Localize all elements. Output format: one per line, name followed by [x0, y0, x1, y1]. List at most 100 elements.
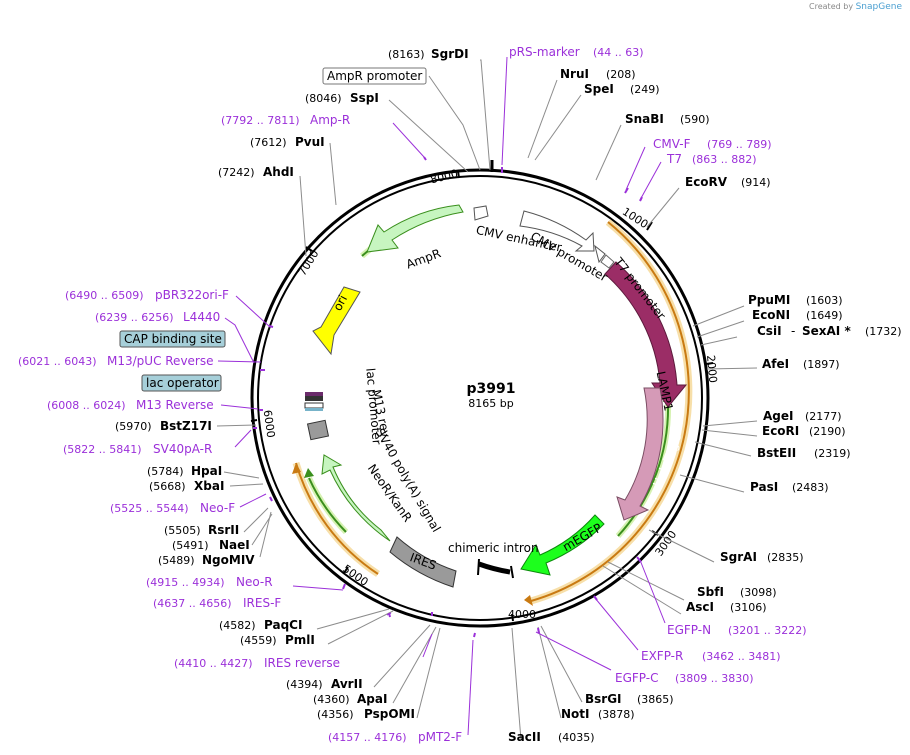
primer-m13puc-reverse[interactable]: M13/pUC Reverse [107, 354, 214, 368]
t7-promoter-arrow[interactable] [600, 254, 615, 269]
cap-binding-site-label[interactable]: CAP binding site [124, 332, 222, 346]
primer-amp-r-range: (7792 .. 7811) [221, 114, 300, 127]
green-inner-feature-line [617, 401, 670, 537]
neo-arrow[interactable] [321, 454, 391, 542]
enzyme-sacii[interactable]: SacII [508, 730, 541, 744]
enzyme-pmli[interactable]: PmlI [285, 633, 315, 647]
primer-l4440[interactable]: L4440 [183, 310, 220, 324]
primer-ires-reverse[interactable]: IRES reverse [264, 656, 340, 670]
primer-egfp-c[interactable]: EGFP-C [615, 671, 658, 685]
primer-ires-f[interactable]: IRES-F [243, 596, 281, 610]
lac-operator-box[interactable] [305, 396, 323, 401]
enzyme-hpai-pos: (5784) [147, 465, 184, 478]
primer-amp-r[interactable]: Amp-R [310, 113, 350, 127]
enzyme-econi[interactable]: EcoNI [752, 308, 790, 322]
enzyme-asci[interactable]: AscI [686, 600, 714, 614]
plasmid-length: 8165 bp [468, 397, 513, 410]
halotag-arrow[interactable] [616, 387, 664, 521]
enzyme-noti[interactable]: NotI [561, 707, 590, 721]
primer-prs-marker[interactable]: pRS-marker [509, 45, 580, 59]
cap-binding-box[interactable] [305, 408, 323, 411]
enzyme-xbai-pos: (5668) [149, 480, 186, 493]
enzyme-ppumi[interactable]: PpuMI [748, 293, 790, 307]
enzyme-bstz17i[interactable]: BstZ17I [160, 419, 212, 433]
primer-cmv-f-range: (769 .. 789) [707, 138, 772, 151]
enzyme-pasi-pos: (2483) [792, 481, 829, 494]
primer-pbr322ori-f[interactable]: pBR322ori-F [155, 288, 229, 302]
enzyme-snabi-pos: (590) [680, 113, 710, 126]
enzyme-naei[interactable]: NaeI [219, 538, 250, 552]
enzyme-ecorv[interactable]: EcoRV [685, 175, 728, 189]
enzyme-pasi[interactable]: PasI [750, 480, 778, 494]
primer-cmv-f[interactable]: CMV-F [653, 137, 691, 151]
lac-operator-label-box [141, 374, 222, 392]
enzyme-sgrai[interactable]: SgrAI [720, 550, 757, 564]
backbone-inner [257, 175, 703, 621]
enzyme-ecori-pos: (2190) [809, 425, 846, 438]
enzyme-pvui[interactable]: PvuI [295, 135, 325, 149]
enzyme-sspi[interactable]: SspI [350, 91, 379, 105]
orange-left-feature-line [295, 462, 379, 575]
enzyme-rsrii[interactable]: RsrII [208, 523, 239, 537]
lac-operator-label[interactable]: lac operator [146, 376, 219, 390]
ori-arrow[interactable] [312, 286, 361, 356]
primer-egfp-n-range: (3201 .. 3222) [728, 624, 807, 637]
orange-left-feature-arrow [292, 463, 301, 474]
enzyme-pspomi[interactable]: PspOMI [364, 707, 415, 721]
enzyme-apai[interactable]: ApaI [357, 692, 387, 706]
enzyme-csii[interactable]: CsiI [757, 324, 782, 338]
ampr-promoter-label[interactable]: AmpR promoter [327, 69, 422, 83]
enzyme-dash: - [791, 324, 795, 338]
primer-pmt2-f[interactable]: pMT2-F [418, 730, 462, 744]
primer-t7[interactable]: T7 [666, 152, 682, 166]
enzyme-ecori[interactable]: EcoRI [762, 424, 799, 438]
enzyme-agei[interactable]: AgeI [763, 409, 793, 423]
primer-m13-reverse-range: (6008 .. 6024) [47, 399, 126, 412]
orange-outer-feature-arrow [524, 595, 533, 606]
enzyme-bsrgi[interactable]: BsrGI [585, 692, 622, 706]
primer-neo-r[interactable]: Neo-R [236, 575, 273, 589]
enzyme-xbai[interactable]: XbaI [194, 479, 224, 493]
m13rev-box[interactable] [305, 392, 323, 396]
enzyme-ahdi-pos: (7242) [218, 166, 255, 179]
primer-egfp-c-range: (3809 .. 3830) [675, 672, 754, 685]
primer-egfp-n[interactable]: EGFP-N [667, 623, 711, 637]
primer-exfp-r[interactable]: EXFP-R [641, 649, 683, 663]
ires-box[interactable] [389, 536, 457, 588]
primer-neo-f[interactable]: Neo-F [200, 501, 235, 515]
primer-prs-marker-range: (44 .. 63) [593, 46, 644, 59]
lac-promoter-box[interactable] [304, 402, 324, 409]
enzyme-paqci[interactable]: PaqCI [264, 618, 302, 632]
enzyme-snabi[interactable]: SnaBI [625, 112, 664, 126]
label-lac-promoter: lac promoter [363, 367, 384, 445]
ampr-promoter-arrow[interactable] [473, 205, 489, 221]
enzyme-afei[interactable]: AfeI [762, 357, 789, 371]
enzyme-ecorv-pos: (914) [741, 176, 771, 189]
enzyme-avrii[interactable]: AvrII [331, 677, 363, 691]
enzyme-ahdi[interactable]: AhdI [263, 165, 294, 179]
primer-neo-r-range: (4915 .. 4934) [146, 576, 225, 589]
credit-prefix: Created by [809, 2, 854, 11]
megfp-arrow[interactable] [520, 514, 605, 576]
enzyme-sexai[interactable]: SexAI * [802, 324, 851, 338]
enzyme-sbfi[interactable]: SbfI [697, 585, 724, 599]
primer-sv40pa-r[interactable]: SV40pA-R [153, 442, 212, 456]
sv40-polya-box[interactable] [306, 419, 330, 441]
cmv-promoter-arrow[interactable] [594, 244, 606, 264]
enzyme-sgrdi[interactable]: SgrDI [431, 47, 469, 61]
enzyme-bsteii[interactable]: BstEII [757, 446, 796, 460]
tick-marks [250, 170, 714, 622]
enzyme-hpai[interactable]: HpaI [191, 464, 222, 478]
enzyme-spei[interactable]: SpeI [584, 82, 614, 96]
enzyme-ngomiv[interactable]: NgoMIV [202, 553, 255, 567]
enzyme-pvui-pos: (7612) [250, 136, 287, 149]
enzyme-nrui-pos: (208) [606, 68, 636, 81]
enzyme-nrui[interactable]: NruI [560, 67, 589, 81]
tick-4000: 4000 [508, 608, 536, 621]
cmv-enhancer-arrow[interactable] [519, 210, 595, 252]
ampr-arrow[interactable] [366, 204, 464, 253]
primer-m13-reverse[interactable]: M13 Reverse [136, 398, 214, 412]
primer-labels: pRS-marker (44 .. 63) CMV-F (769 .. 789)… [18, 45, 807, 744]
lamp1-arrow[interactable] [604, 261, 688, 408]
primer-l4440-range: (6239 .. 6256) [95, 311, 174, 324]
